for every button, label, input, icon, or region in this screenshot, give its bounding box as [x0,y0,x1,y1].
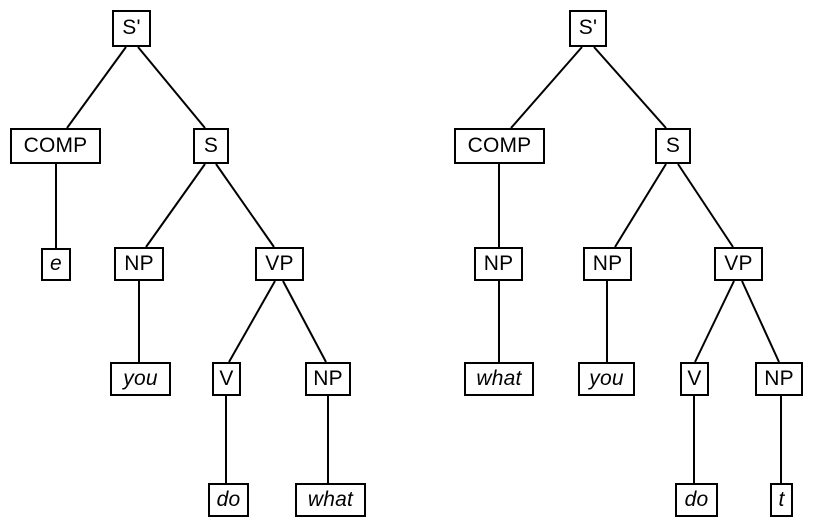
tree-node-label: S' [122,16,141,39]
tree-edge-R-S-to-R-VP [677,163,734,248]
tree-node-l-s: S [193,128,229,164]
tree-edge-R-S-to-R-NP1 [614,163,667,248]
tree-node-label: you [589,366,624,390]
tree-node-label: V [219,366,234,390]
tree-edge-R-Sbar-to-R-COMP [510,46,583,129]
tree-node-l-e: e [41,248,71,281]
tree-node-label: NP [764,366,794,390]
tree-node-l-what: what [295,483,366,517]
tree-node-r-do: do [675,483,718,517]
tree-node-r-vp: VP [714,247,763,281]
tree-node-r-you: you [578,362,635,396]
tree-node-label: t [778,487,785,511]
tree-node-label: e [50,252,62,275]
tree-node-label: S [203,133,219,157]
tree-node-label: COMP [467,133,532,157]
tree-edge-R-Sbar-to-R-S [593,46,667,129]
tree-edge-L-VP-to-L-V [228,280,276,363]
tree-node-l-v: V [212,362,241,396]
tree-node-label: NP [313,366,343,390]
tree-node-r-np1: NP [583,247,632,281]
tree-node-r-sbar: S' [569,10,607,47]
tree-node-label: NP [483,251,514,275]
tree-node-label: NP [124,251,154,275]
tree-edge-L-VP-to-L-NP2 [282,280,327,363]
tree-node-l-do: do [208,483,249,517]
tree-node-l-np2: NP [305,362,351,396]
tree-edge-R-VP-to-R-NP2 [741,280,780,363]
tree-edge-L-S-to-L-VP [215,163,275,248]
tree-node-label: what [307,487,354,511]
tree-edge-L-Sbar-to-L-S [137,46,206,129]
tree-node-r-what: what [464,362,534,396]
tree-node-r-s: S [655,128,691,164]
tree-edge-L-Sbar-to-L-COMP [66,46,127,129]
tree-node-l-vp: VP [255,247,304,281]
tree-node-label: do [216,487,241,511]
tree-edge-R-VP-to-R-V [694,280,735,363]
tree-node-label: VP [265,251,294,275]
tree-node-label: NP [592,251,623,275]
tree-node-r-comp: COMP [454,128,545,164]
tree-node-label: S [665,133,681,157]
tree-node-label: S' [578,16,598,39]
tree-node-label: VP [724,251,753,275]
tree-node-l-sbar: S' [112,10,151,47]
tree-edge-L-S-to-L-NP1 [145,163,206,248]
tree-node-label: COMP [23,133,88,157]
tree-node-l-comp: COMP [10,128,101,164]
tree-node-l-you: you [110,362,171,396]
tree-node-r-np2: NP [755,362,803,396]
tree-node-label: V [687,366,702,390]
tree-node-r-np0: NP [474,247,523,281]
tree-node-r-v: V [680,362,709,396]
tree-node-label: you [123,366,158,390]
tree-node-label: do [684,487,709,511]
tree-node-l-np1: NP [114,247,164,281]
tree-node-r-t: t [770,483,793,517]
tree-node-label: what [476,366,522,390]
